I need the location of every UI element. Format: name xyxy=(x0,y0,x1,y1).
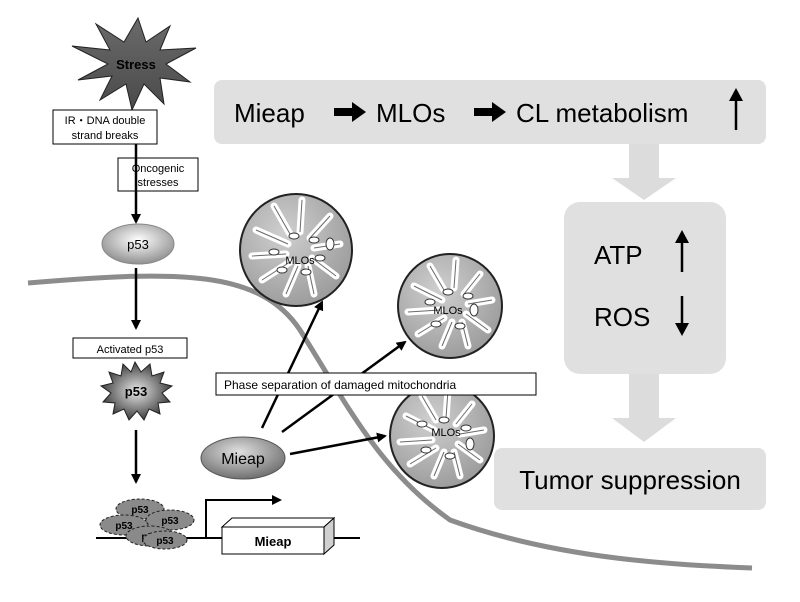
pathway-step-mieap: Mieap xyxy=(234,98,305,128)
tetramer-label-3: p53 xyxy=(161,516,179,527)
tetramer-unit-3: p53 xyxy=(145,509,195,531)
mitochondrion-2: MLOs xyxy=(397,253,503,359)
mieap-protein-label: Mieap xyxy=(221,451,265,468)
block-arrow-to-outcome xyxy=(612,374,676,442)
block-arrow-to-effects xyxy=(612,144,676,200)
tetramer-label-1: p53 xyxy=(131,505,149,516)
p53-protein: p53 xyxy=(101,223,175,265)
ir-dna-damage-box: IR・DNA double strand breaks xyxy=(52,109,158,145)
arrow-mieap-to-mito-1 xyxy=(260,300,324,429)
mlo-label-1: MLOs xyxy=(285,255,315,267)
outcome-label: Tumor suppression xyxy=(519,465,741,495)
stress-label: Stress xyxy=(116,57,156,72)
mlo-label-3: MLOs xyxy=(431,427,461,439)
atp-up-arrow-icon xyxy=(675,230,689,272)
mieap-protein: Mieap xyxy=(200,436,286,480)
outcome-panel: Tumor suppression xyxy=(494,448,766,510)
tetramer-label-5: p53 xyxy=(156,536,174,547)
mieap-gene-label: Mieap xyxy=(255,534,292,549)
oncogenic-line1: Oncogenic xyxy=(132,163,185,175)
tetramer-unit-5: p53 xyxy=(142,530,188,550)
ros-down-arrow-icon xyxy=(675,296,689,336)
effects-panel: ATP ROS xyxy=(564,202,726,374)
stress-starburst: Stress xyxy=(71,16,197,112)
activated-p53-label: p53 xyxy=(125,384,147,399)
p53-label: p53 xyxy=(127,237,149,252)
activated-p53-box-label: Activated p53 xyxy=(97,344,164,356)
pathway-arrow-1-icon xyxy=(334,102,366,122)
pathway-step-mlos: MLOs xyxy=(376,98,445,128)
tetramer-label-2: p53 xyxy=(115,521,133,532)
phase-separation-box: Phase separation of damaged mitochondria xyxy=(215,372,537,396)
p53-tetramer: p53 p53 p53 p53 p53 xyxy=(99,498,195,550)
activated-p53-box: Activated p53 xyxy=(72,337,188,359)
ir-dna-line2: strand breaks xyxy=(72,130,139,142)
effect-label-atp: ATP xyxy=(594,240,643,270)
mlo-label-2: MLOs xyxy=(433,305,463,317)
oncogenic-line2: stresses xyxy=(138,177,179,189)
arrow-mieap-to-mito-3 xyxy=(289,432,387,456)
oncogenic-stresses-box: Oncogenic stresses xyxy=(117,157,199,192)
cell-membrane-curve xyxy=(27,273,753,571)
pathway-step-cl-metabolism: CL metabolism xyxy=(516,98,688,128)
mieap-gene-box: Mieap xyxy=(220,516,336,556)
transcription-start-arrow xyxy=(205,495,282,538)
mitochondrion-3: MLOs xyxy=(389,383,495,489)
cl-metabolism-up-arrow-icon xyxy=(729,88,743,130)
top-pathway-panel: Mieap MLOs CL metabolism xyxy=(214,80,766,144)
mitochondrion-1: MLOs xyxy=(239,193,353,307)
activated-p53-burst: p53 xyxy=(99,360,174,421)
pathway-arrow-2-icon xyxy=(474,102,506,122)
effect-label-ros: ROS xyxy=(594,302,650,332)
ir-dna-line1: IR・DNA double xyxy=(65,115,146,127)
phase-separation-label: Phase separation of damaged mitochondria xyxy=(224,378,456,392)
